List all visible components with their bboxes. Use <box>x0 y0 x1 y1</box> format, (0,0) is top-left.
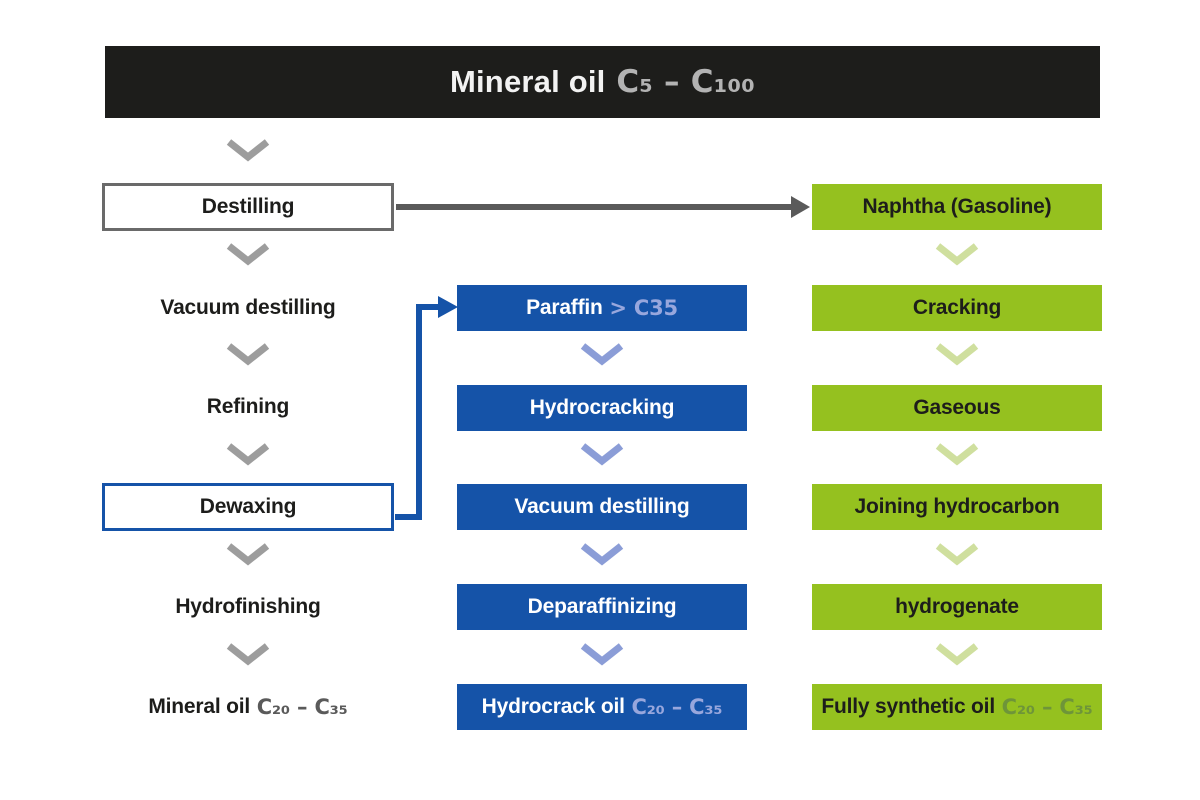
step-vacuum-destilling-2: Vacuum destilling <box>457 484 747 530</box>
step-label: Paraffin <box>526 296 603 319</box>
carbon-range: C₂₀ – C₃₅ <box>256 695 348 719</box>
chevron-down-icon <box>935 443 979 466</box>
step-cracking: Cracking <box>812 285 1102 331</box>
step-label: Naphtha (Gasoline) <box>862 195 1052 218</box>
step-label: Dewaxing <box>199 495 297 518</box>
step-label: Mineral oil <box>148 695 250 718</box>
step-joining-hydrocarbon: Joining hydrocarbon <box>812 484 1102 530</box>
chevron-down-icon <box>580 643 624 666</box>
carbon-range: C₂₀ – C₃₅ <box>631 695 723 719</box>
step-refining: Refining <box>102 384 394 430</box>
step-label: Vacuum destilling <box>160 296 336 319</box>
chevron-down-icon <box>935 543 979 566</box>
step-label: Cracking <box>912 296 1002 319</box>
step-paraffin: Paraffin > C35 <box>457 285 747 331</box>
chevron-down-icon <box>580 443 624 466</box>
carbon-range: C₂₀ – C₃₅ <box>1001 695 1093 719</box>
step-hydrogenate: hydrogenate <box>812 584 1102 630</box>
step-naphtha: Naphtha (Gasoline) <box>812 184 1102 230</box>
step-destilling: Destilling <box>102 183 394 231</box>
step-label: Destilling <box>201 195 295 218</box>
step-label: Hydrofinishing <box>175 595 321 618</box>
result-fully-synthetic-oil: Fully synthetic oil C₂₀ – C₃₅ <box>812 684 1102 730</box>
step-hydrocracking: Hydrocracking <box>457 385 747 431</box>
chevron-down-icon <box>935 343 979 366</box>
title-banner: Mineral oil C₅ – C₁₀₀ <box>105 46 1100 118</box>
step-label: Deparaffinizing <box>527 595 677 618</box>
chevron-down-icon <box>935 243 979 266</box>
step-label: Gaseous <box>913 396 1001 419</box>
step-label: Fully synthetic oil <box>821 695 995 718</box>
banner-range: C₅ – C₁₀₀ <box>616 64 756 100</box>
chevron-down-icon <box>580 543 624 566</box>
step-vacuum-destilling: Vacuum destilling <box>102 285 394 331</box>
chevron-down-icon <box>935 643 979 666</box>
step-label: Vacuum destilling <box>514 495 690 518</box>
chevron-down-icon <box>226 343 270 366</box>
step-gaseous: Gaseous <box>812 385 1102 431</box>
banner-title: Mineral oil <box>449 64 606 99</box>
chevron-down-icon <box>226 443 270 466</box>
carbon-range: > C35 <box>609 296 678 320</box>
step-label: Hydrocracking <box>529 396 675 419</box>
result-mineral-oil: Mineral oil C₂₀ – C₃₅ <box>102 684 394 730</box>
step-dewaxing: Dewaxing <box>102 483 394 531</box>
result-hydrocrack-oil: Hydrocrack oil C₂₀ – C₃₅ <box>457 684 747 730</box>
chevron-down-icon <box>226 243 270 266</box>
arrow-destilling-to-naphtha <box>396 196 810 218</box>
chevron-down-icon <box>226 139 270 162</box>
step-label: hydrogenate <box>895 595 1019 618</box>
step-deparaffinizing: Deparaffinizing <box>457 584 747 630</box>
chevron-down-icon <box>226 543 270 566</box>
step-label: Refining <box>206 395 290 418</box>
chevron-down-icon <box>580 343 624 366</box>
step-hydrofinishing: Hydrofinishing <box>102 584 394 630</box>
chevron-down-icon <box>226 643 270 666</box>
step-label: Joining hydrocarbon <box>854 495 1060 518</box>
step-label: Hydrocrack oil <box>481 695 625 718</box>
arrow-dewaxing-to-paraffin <box>395 296 458 520</box>
